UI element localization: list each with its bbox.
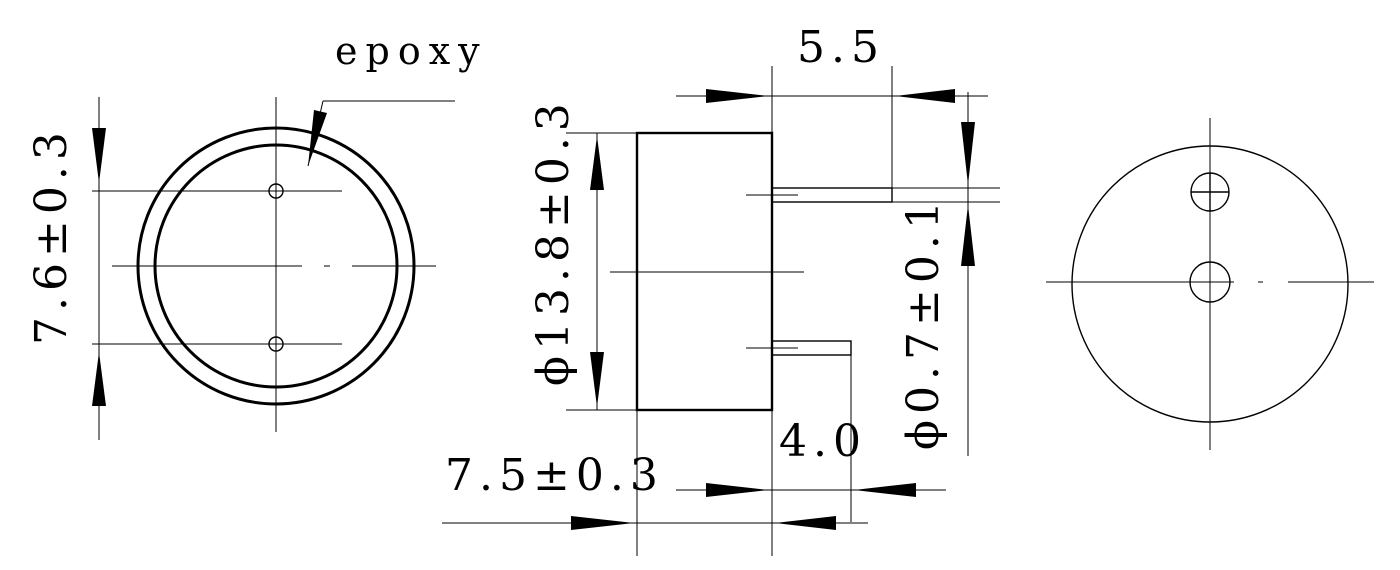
pin-spacing-label: 7.6±0.3 <box>26 126 77 345</box>
pin-diameter-label: ϕ0.7±0.1 <box>898 195 949 450</box>
body-diameter-label: ϕ13.8±0.3 <box>528 97 579 386</box>
arrow-up <box>961 205 975 266</box>
body-height-label: 7.5±0.3 <box>445 450 664 501</box>
arrow-right <box>571 516 634 530</box>
arrow-down <box>961 122 975 185</box>
top-view: 7.6±0.3 epoxy <box>26 29 488 440</box>
arrow-down <box>92 128 106 183</box>
arrow-right <box>706 89 769 103</box>
arrow-up <box>590 136 604 190</box>
arrow-left <box>775 516 836 530</box>
pin-offset-label: 5.5 <box>797 22 885 73</box>
arrow-down <box>590 352 604 407</box>
arrow-left <box>854 483 916 497</box>
arrow-right <box>706 483 769 497</box>
bottom-view <box>1046 118 1374 450</box>
short-pin-length-label: 4.0 <box>779 416 867 467</box>
arrow-left <box>895 89 955 103</box>
arrow-up <box>92 352 106 406</box>
epoxy-label: epoxy <box>335 29 488 73</box>
minus-pin-circle <box>1189 261 1231 303</box>
side-view: ϕ13.8±0.3 5.5 ϕ0.7±0.1 4.0 7.5±0.3 <box>442 22 1000 556</box>
epoxy-arrow <box>308 110 327 166</box>
